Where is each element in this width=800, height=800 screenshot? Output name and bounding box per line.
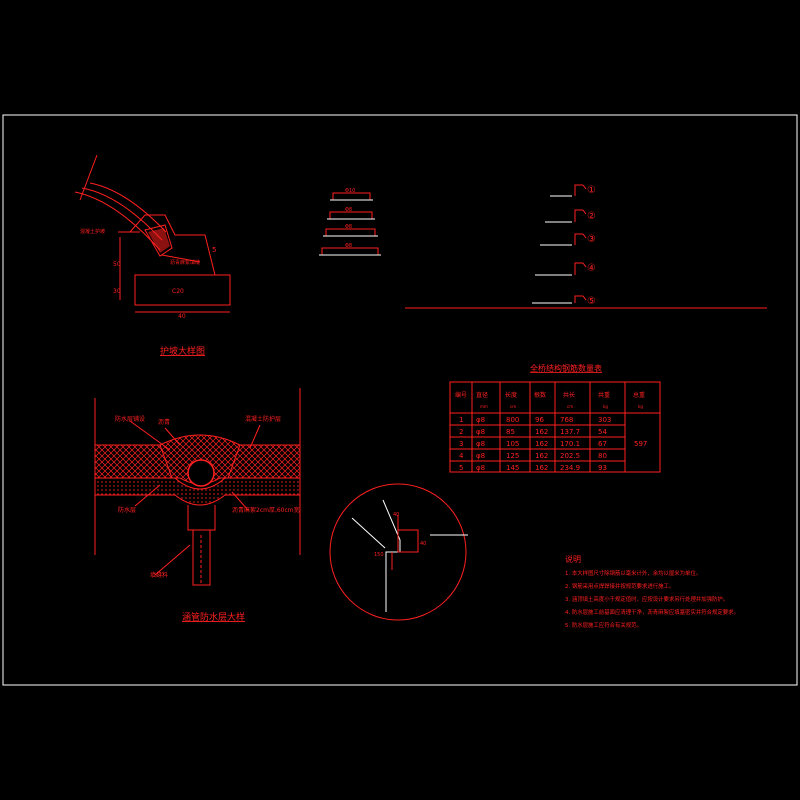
section-label-top-left: 防水层铺设 xyxy=(115,415,145,423)
tu-6: kg xyxy=(603,404,608,409)
table-cell: 3 xyxy=(459,440,463,448)
dim-w: 40 xyxy=(178,313,186,320)
table-cell: 145 xyxy=(506,464,519,472)
detail-left-title: 护坡大样图 xyxy=(160,345,205,357)
table-cell: 800 xyxy=(506,416,519,424)
th-7: 总重 xyxy=(633,391,645,399)
bar-shapes: Φ10 Φ8 Φ8 Φ8 xyxy=(319,188,381,256)
section-label-top-right: 混凝土防护层 xyxy=(245,415,281,423)
table-cell: 162 xyxy=(535,428,548,436)
dim-h2: 30 xyxy=(113,288,121,295)
section-title: 涵管防水层大样 xyxy=(182,611,245,623)
th-2: 直径 xyxy=(476,391,488,399)
section-label-bottom: 填缝料 xyxy=(150,571,168,579)
note-1: 1. 本大样图尺寸除钢筋以毫米计外，余均以厘米为单位。 xyxy=(565,569,701,577)
circle-detail: 40 40 150 xyxy=(329,483,468,621)
callout-b: 沥青麻絮填缝 xyxy=(170,259,200,266)
section-label-top-mid: 沥青 xyxy=(158,418,170,426)
slope-detail: 混凝土护坡 沥青麻絮填缝 50 30 40 5 C20 护坡大样图 xyxy=(74,154,231,357)
table-cell: 234.9 xyxy=(560,464,580,472)
table-cell: 80 xyxy=(598,452,607,460)
tu-2: mm xyxy=(480,404,488,409)
tu-3: cm xyxy=(510,404,516,409)
dim-slope: 5 xyxy=(212,246,216,254)
table-cell: 125 xyxy=(506,452,519,460)
dim-h1: 50 xyxy=(113,261,121,268)
table-cell: 54 xyxy=(598,428,607,436)
fill-layer xyxy=(94,434,301,485)
pipe xyxy=(187,459,215,487)
notes-title: 说明 xyxy=(565,554,581,564)
circle-dim-1: 40 xyxy=(393,512,399,518)
note-2: 2. 钢筋采用点焊焊接并按规范要求进行施工。 xyxy=(565,582,674,590)
th-6: 共重 xyxy=(598,391,610,399)
circle-dim-2: 40 xyxy=(420,541,426,547)
bar-marker-2: ② xyxy=(587,211,596,222)
rebar-table: 全桥结构钢筋数量表 编号 直径 长度 根数 共长 共重 总重 mm cm cm … xyxy=(449,363,661,473)
bar-marker-1: ① xyxy=(587,185,596,196)
table-cell: 2 xyxy=(459,428,463,436)
th-3: 长度 xyxy=(505,391,517,399)
note-5: 5. 防水层施工应符合有关规范。 xyxy=(565,621,642,629)
table-cell: 162 xyxy=(535,452,548,460)
note-4: 4. 防水层施工前基面应清理干净，沥青麻絮应填塞密实并符合规定要求。 xyxy=(565,608,739,616)
bar-marker-3: ③ xyxy=(587,234,596,245)
table-cell: φ8 xyxy=(476,452,485,460)
waterproof-layer xyxy=(94,477,301,506)
table-cell: 85 xyxy=(506,428,515,436)
notes: 说明 1. 本大样图尺寸除钢筋以毫米计外，余均以厘米为单位。 2. 钢筋采用点焊… xyxy=(565,554,739,629)
bar-shape-1: Φ10 xyxy=(345,188,355,194)
tu-7: kg xyxy=(638,404,643,409)
table-cell: 162 xyxy=(535,464,548,472)
table-cell: 137.7 xyxy=(560,428,580,436)
table-cell: φ8 xyxy=(476,440,485,448)
th-1: 编号 xyxy=(455,391,467,399)
bar-shape-2: Φ8 xyxy=(345,207,352,213)
table-cell: 170.1 xyxy=(560,440,580,448)
table-cell: 93 xyxy=(598,464,607,472)
callout-a: 混凝土护坡 xyxy=(80,228,105,235)
table-cell: φ8 xyxy=(476,428,485,436)
th-5: 共长 xyxy=(563,391,575,399)
table-cell: 96 xyxy=(535,416,544,424)
table-cell: 162 xyxy=(535,440,548,448)
section-label-left-mid: 防水层 xyxy=(118,506,136,514)
section-detail: 防水层铺设 沥青 混凝土防护层 防水层 沥青麻絮2cm厚,60cm宽 填缝料 涵… xyxy=(94,388,301,623)
table-cell: 67 xyxy=(598,440,607,448)
table-cell: 105 xyxy=(506,440,519,448)
base-label: C20 xyxy=(172,288,184,295)
section-label-right-mid: 沥青麻絮2cm厚,60cm宽 xyxy=(232,506,300,514)
note-3: 3. 涵顶填土高度小于规定值时，应按设计要求另行处理并加强防护。 xyxy=(565,595,728,603)
bar-shape-4: Φ8 xyxy=(345,243,352,249)
table-cell: 1 xyxy=(459,416,463,424)
drawing-frame xyxy=(2,114,798,686)
table-cell: 4 xyxy=(459,452,464,460)
tu-5: cm xyxy=(567,404,573,409)
table-cell: 303 xyxy=(598,416,611,424)
table-cell: 768 xyxy=(560,416,573,424)
th-4: 根数 xyxy=(534,391,546,399)
table-cell: φ8 xyxy=(476,464,485,472)
bar-marker-5: ⑤ xyxy=(587,296,596,307)
circle-dim-3: 150 xyxy=(374,552,384,558)
table-total: 597 xyxy=(634,440,647,448)
table-cell: φ8 xyxy=(476,416,485,424)
bar-legend: ① ② ③ ④ ⑤ xyxy=(405,184,767,309)
bar-shape-3: Φ8 xyxy=(345,224,352,230)
table-cell: 202.5 xyxy=(560,452,580,460)
bar-marker-4: ④ xyxy=(587,263,596,274)
table-cell: 5 xyxy=(459,464,463,472)
hatch-block xyxy=(148,228,170,253)
table-title: 全桥结构钢筋数量表 xyxy=(530,363,602,373)
